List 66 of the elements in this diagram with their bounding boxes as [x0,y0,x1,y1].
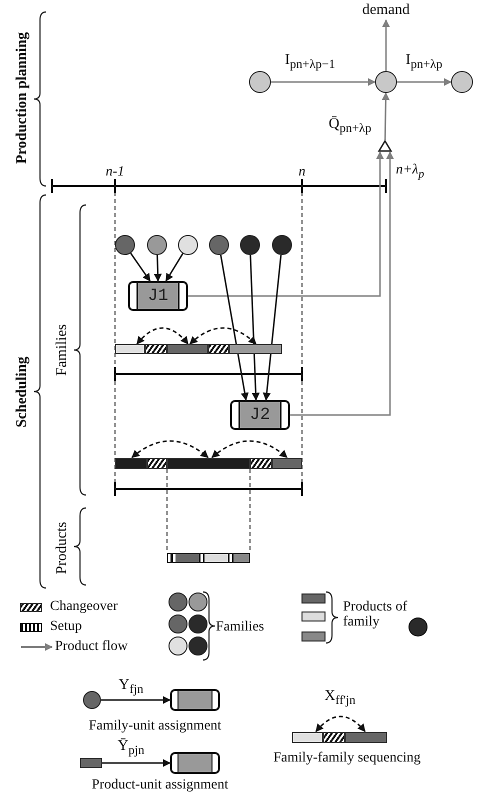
edge-label: Y$_{fjn}$ [118,677,144,697]
arrow [250,254,260,401]
state-circle [375,71,397,93]
arrow [154,254,162,282]
arrow [397,78,452,86]
family-circle [272,235,292,255]
family-segment [115,344,145,354]
legend-text: Products of family [343,600,408,630]
legend-text: Changeover [50,599,118,614]
family-circle [209,235,229,255]
family-circle [115,235,135,255]
product-rect [80,758,102,768]
family-circle [147,235,167,255]
family-segment [115,458,147,468]
unit-label: J2 [250,406,270,424]
legend-text: Setup [50,619,82,634]
family-circle [178,235,198,255]
section-label: Production planning [14,32,30,164]
section-label: Families [54,324,70,376]
arrow [130,252,151,282]
arrow [220,254,249,401]
arrow [101,696,171,704]
edge-label: Ȳ$_{pjn}$ [116,738,146,758]
caption-text: Family-family sequencing [273,750,421,766]
period-label: n [298,164,306,180]
family-segment [167,458,250,468]
unit-box [170,752,220,774]
period-label: n+λ$_{p}$ [396,162,424,182]
sequencing-arrow [189,327,257,345]
arrow [382,19,390,71]
edge-label: I$_{pn+λp}$ [404,52,444,72]
family-segment [167,344,208,354]
period-label: n-1 [106,164,124,180]
section-label: Scheduling [14,356,30,428]
caption-text: Family-unit assignment [88,718,222,734]
arrow [382,92,390,140]
sequencing-arrow [131,440,209,458]
arrow [290,151,394,416]
unit-box [170,689,220,711]
arrow [262,254,282,401]
unit-box [128,281,188,311]
state-circle [451,71,473,93]
triangle-marker [378,140,392,152]
unit-box [230,400,290,430]
sequencing-arrow [315,716,366,732]
family-segment [229,344,282,354]
caption-text: Product-unit assignment [92,777,228,793]
sequencing-arrow [211,440,288,458]
arrow [188,151,384,297]
family-segment [292,732,323,742]
edge-label: X$_{ff'jn}$ [324,688,356,708]
family-segment [272,458,302,468]
section-label: Products [54,522,70,574]
family-circle [83,691,101,709]
legend-text: Families [216,619,264,635]
arrow [102,759,171,767]
edge-label: Q̄$_{pn+λp}$ [328,116,372,136]
edge-label: I$_{pn+λp−1}$ [284,52,336,72]
arrow [271,78,376,86]
state-circle [249,71,271,93]
sequencing-arrow [136,327,189,345]
family-segment [345,732,387,742]
arrow [165,253,184,282]
family-circle [240,235,260,255]
legend-text: Product flow [55,639,128,654]
unit-label: J1 [148,286,168,306]
